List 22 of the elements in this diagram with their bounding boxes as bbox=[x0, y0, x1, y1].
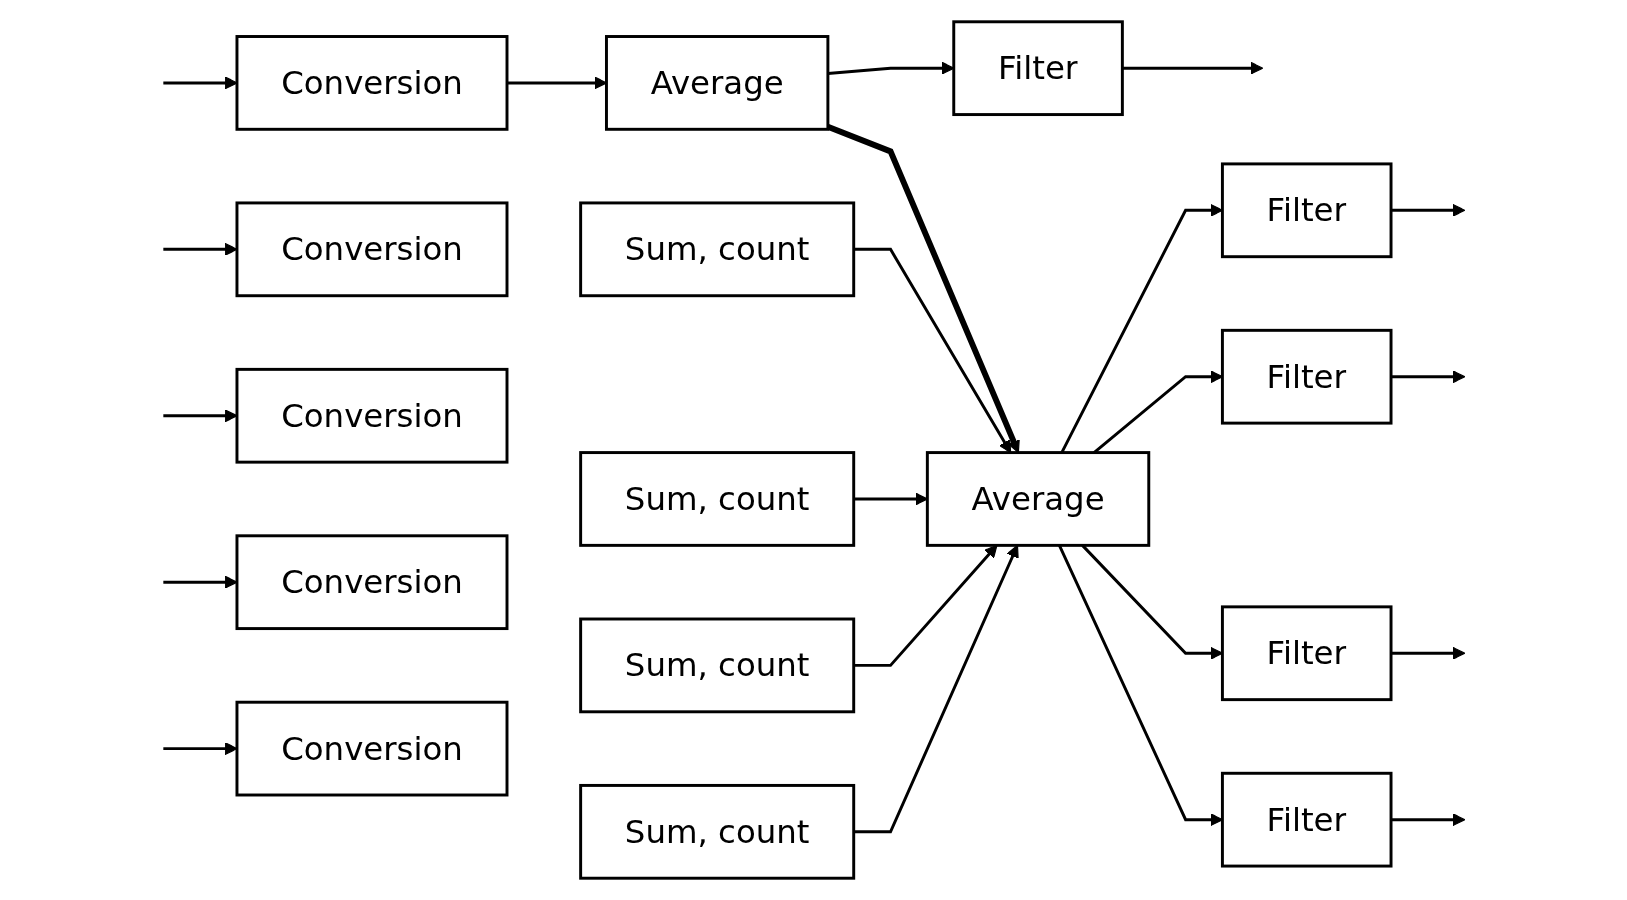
node-box: Sum, count bbox=[578, 201, 855, 298]
arrow bbox=[1121, 61, 1263, 75]
node-box: Filter bbox=[951, 20, 1124, 117]
arrow bbox=[1390, 203, 1465, 217]
node-box: Filter bbox=[1220, 162, 1392, 259]
node-box: Sum, count bbox=[578, 451, 855, 547]
node-box: Sum, count bbox=[578, 617, 855, 714]
node-box: Filter bbox=[1220, 328, 1392, 425]
arrow bbox=[1390, 646, 1465, 660]
arrow bbox=[1390, 813, 1465, 827]
node-box: Average bbox=[604, 35, 829, 131]
node-box: Conversion bbox=[235, 367, 508, 464]
node-box: Conversion bbox=[235, 700, 508, 797]
arrow bbox=[1390, 370, 1465, 384]
node-box: Conversion bbox=[235, 534, 508, 631]
node-box: Conversion bbox=[235, 35, 508, 131]
node-box: Filter bbox=[1220, 605, 1392, 702]
node-box: Filter bbox=[1220, 771, 1392, 868]
arrow bbox=[827, 61, 954, 75]
node-box: Sum, count bbox=[578, 783, 855, 880]
node-box: Average bbox=[925, 451, 1150, 547]
node-box: Conversion bbox=[235, 201, 508, 298]
